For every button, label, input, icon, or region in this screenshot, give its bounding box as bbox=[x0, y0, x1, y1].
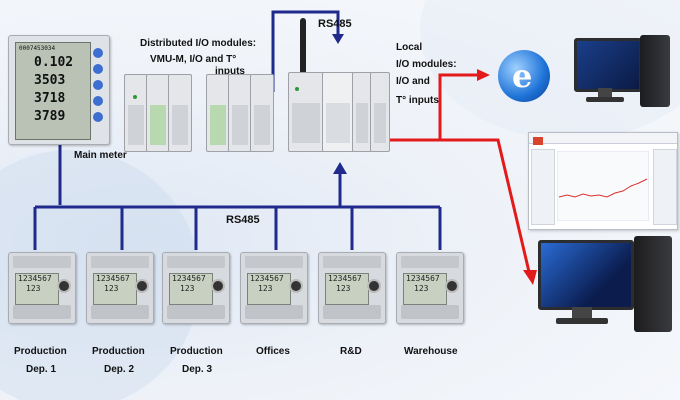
main-meter-top-readout: 0007453034 bbox=[19, 45, 56, 52]
sub-meter-label-2: Production bbox=[92, 346, 145, 357]
sub-meter-label-5: R&D bbox=[340, 346, 362, 357]
local-label-line4: T° inputs bbox=[396, 95, 439, 106]
distributed-label-line3: inputs bbox=[215, 66, 245, 77]
ethernet-arrow-bottom bbox=[523, 270, 537, 285]
local-bus-arrow bbox=[333, 162, 347, 174]
main-meter-reading-1: 0.102 bbox=[34, 55, 74, 70]
sub-meter-label-3b: Dep. 3 bbox=[182, 364, 213, 375]
software-screenshot bbox=[528, 132, 678, 230]
sub-meter-drops bbox=[33, 207, 442, 250]
web-browser-icon: e bbox=[498, 50, 550, 102]
main-meter-buttons bbox=[93, 48, 103, 128]
sub-meter-label-3: Production bbox=[170, 346, 223, 357]
pc-tower-icon bbox=[634, 236, 672, 332]
main-meter-reading-3: 3718 bbox=[34, 91, 66, 106]
ethernet-lines bbox=[388, 73, 532, 277]
sub-meter-label-4: Offices bbox=[256, 346, 290, 357]
sub-meter-label-6: Warehouse bbox=[404, 346, 458, 357]
main-meter-device: 0007453034 0.102 3503 3718 3789 bbox=[8, 35, 110, 145]
local-label-line3: I/O and bbox=[396, 76, 430, 87]
sub-meter-label-2b: Dep. 2 bbox=[104, 364, 135, 375]
main-meter-reading-2: 3503 bbox=[34, 73, 66, 88]
sub-meter-label-1b: Dep. 1 bbox=[26, 364, 57, 375]
rs485-mid-label: RS485 bbox=[226, 214, 260, 226]
monitor-icon bbox=[574, 38, 642, 92]
ethernet-arrow-top bbox=[477, 69, 490, 81]
monitor-icon bbox=[538, 240, 634, 310]
rs485-top-arrow bbox=[332, 34, 344, 44]
local-label-line1: Local bbox=[396, 42, 423, 53]
antenna-icon bbox=[300, 18, 306, 78]
sub-meter-label-1: Production bbox=[14, 346, 67, 357]
distributed-label-line2: VMU-M, I/O and T° bbox=[150, 54, 237, 65]
rs485-top-label: RS485 bbox=[318, 18, 352, 30]
main-meter-lcd: 0007453034 0.102 3503 3718 3789 bbox=[15, 42, 91, 140]
distributed-label-line1: Distributed I/O modules: bbox=[140, 38, 257, 49]
rs485-top-bus bbox=[271, 10, 340, 92]
trend-graph bbox=[557, 151, 649, 221]
main-meter-label: Main meter bbox=[74, 150, 127, 161]
local-label-line2: I/O modules: bbox=[396, 59, 457, 70]
pc-tower-icon bbox=[640, 35, 670, 107]
main-meter-reading-4: 3789 bbox=[34, 109, 66, 124]
